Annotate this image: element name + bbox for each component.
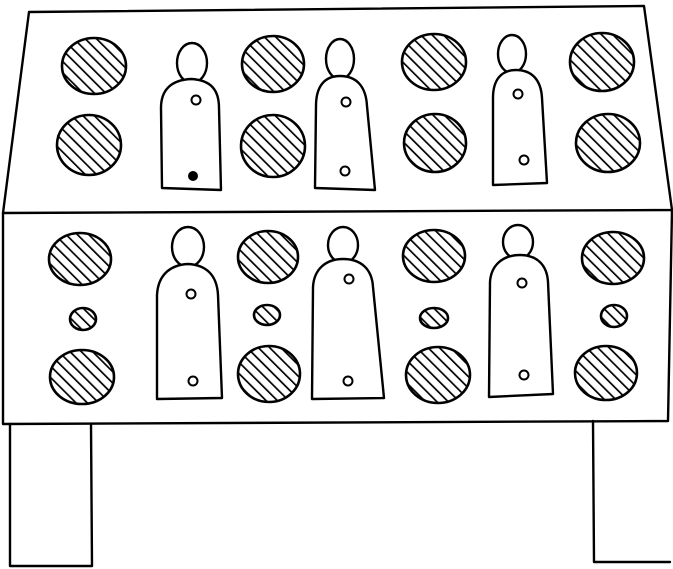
hatched-spot-small	[254, 305, 280, 325]
hatched-spot	[242, 36, 304, 92]
hatched-spot	[62, 38, 126, 94]
figure-dot-lower	[189, 172, 197, 180]
hatched-spot	[404, 114, 466, 172]
hatched-spot	[241, 115, 305, 177]
hatched-spot-small	[420, 308, 448, 328]
figure-head	[172, 227, 204, 267]
hatched-spot	[402, 34, 466, 90]
figure-dot-lower	[341, 167, 350, 176]
hatched-spot	[406, 347, 470, 403]
right-leg	[593, 421, 670, 562]
figure-head	[326, 39, 354, 79]
hatched-spot	[50, 350, 114, 404]
hatched-spot	[49, 233, 111, 285]
hatched-spot	[57, 115, 121, 175]
figure-dot-lower	[344, 377, 353, 386]
hatched-spot-small	[70, 308, 96, 330]
upper-figure-2	[315, 39, 375, 190]
figure-head	[498, 35, 526, 73]
figure-head	[177, 43, 207, 83]
upper-figure-3	[493, 35, 547, 185]
upper-register	[57, 33, 640, 190]
figure-dot-upper	[342, 98, 351, 107]
left-leg	[10, 424, 92, 566]
hatched-spot	[576, 114, 640, 172]
hatched-spot	[570, 33, 634, 91]
hatched-spot	[403, 230, 465, 282]
hatched-spot	[238, 346, 300, 402]
figure-dot-lower	[189, 377, 198, 386]
lower-figure-1	[157, 227, 222, 399]
figure-dot-lower	[520, 371, 529, 380]
figure-head	[328, 227, 358, 263]
upper-figure-1	[161, 43, 221, 190]
figure-dot-upper	[518, 279, 527, 288]
hatched-spot-small	[601, 305, 627, 327]
figure-dot-upper	[192, 96, 201, 105]
figure-dot-upper	[345, 275, 354, 284]
figure-dot-upper	[514, 90, 523, 99]
figure-dot-lower	[520, 156, 529, 165]
figure-body	[493, 70, 547, 185]
lower-figure-3	[489, 225, 553, 397]
lower-figure-2	[312, 227, 384, 399]
figure-dot-upper	[187, 290, 196, 299]
hatched-spot	[582, 232, 644, 284]
lower-register	[49, 225, 644, 404]
hatched-spot	[575, 346, 637, 400]
hatched-spot	[238, 231, 298, 283]
